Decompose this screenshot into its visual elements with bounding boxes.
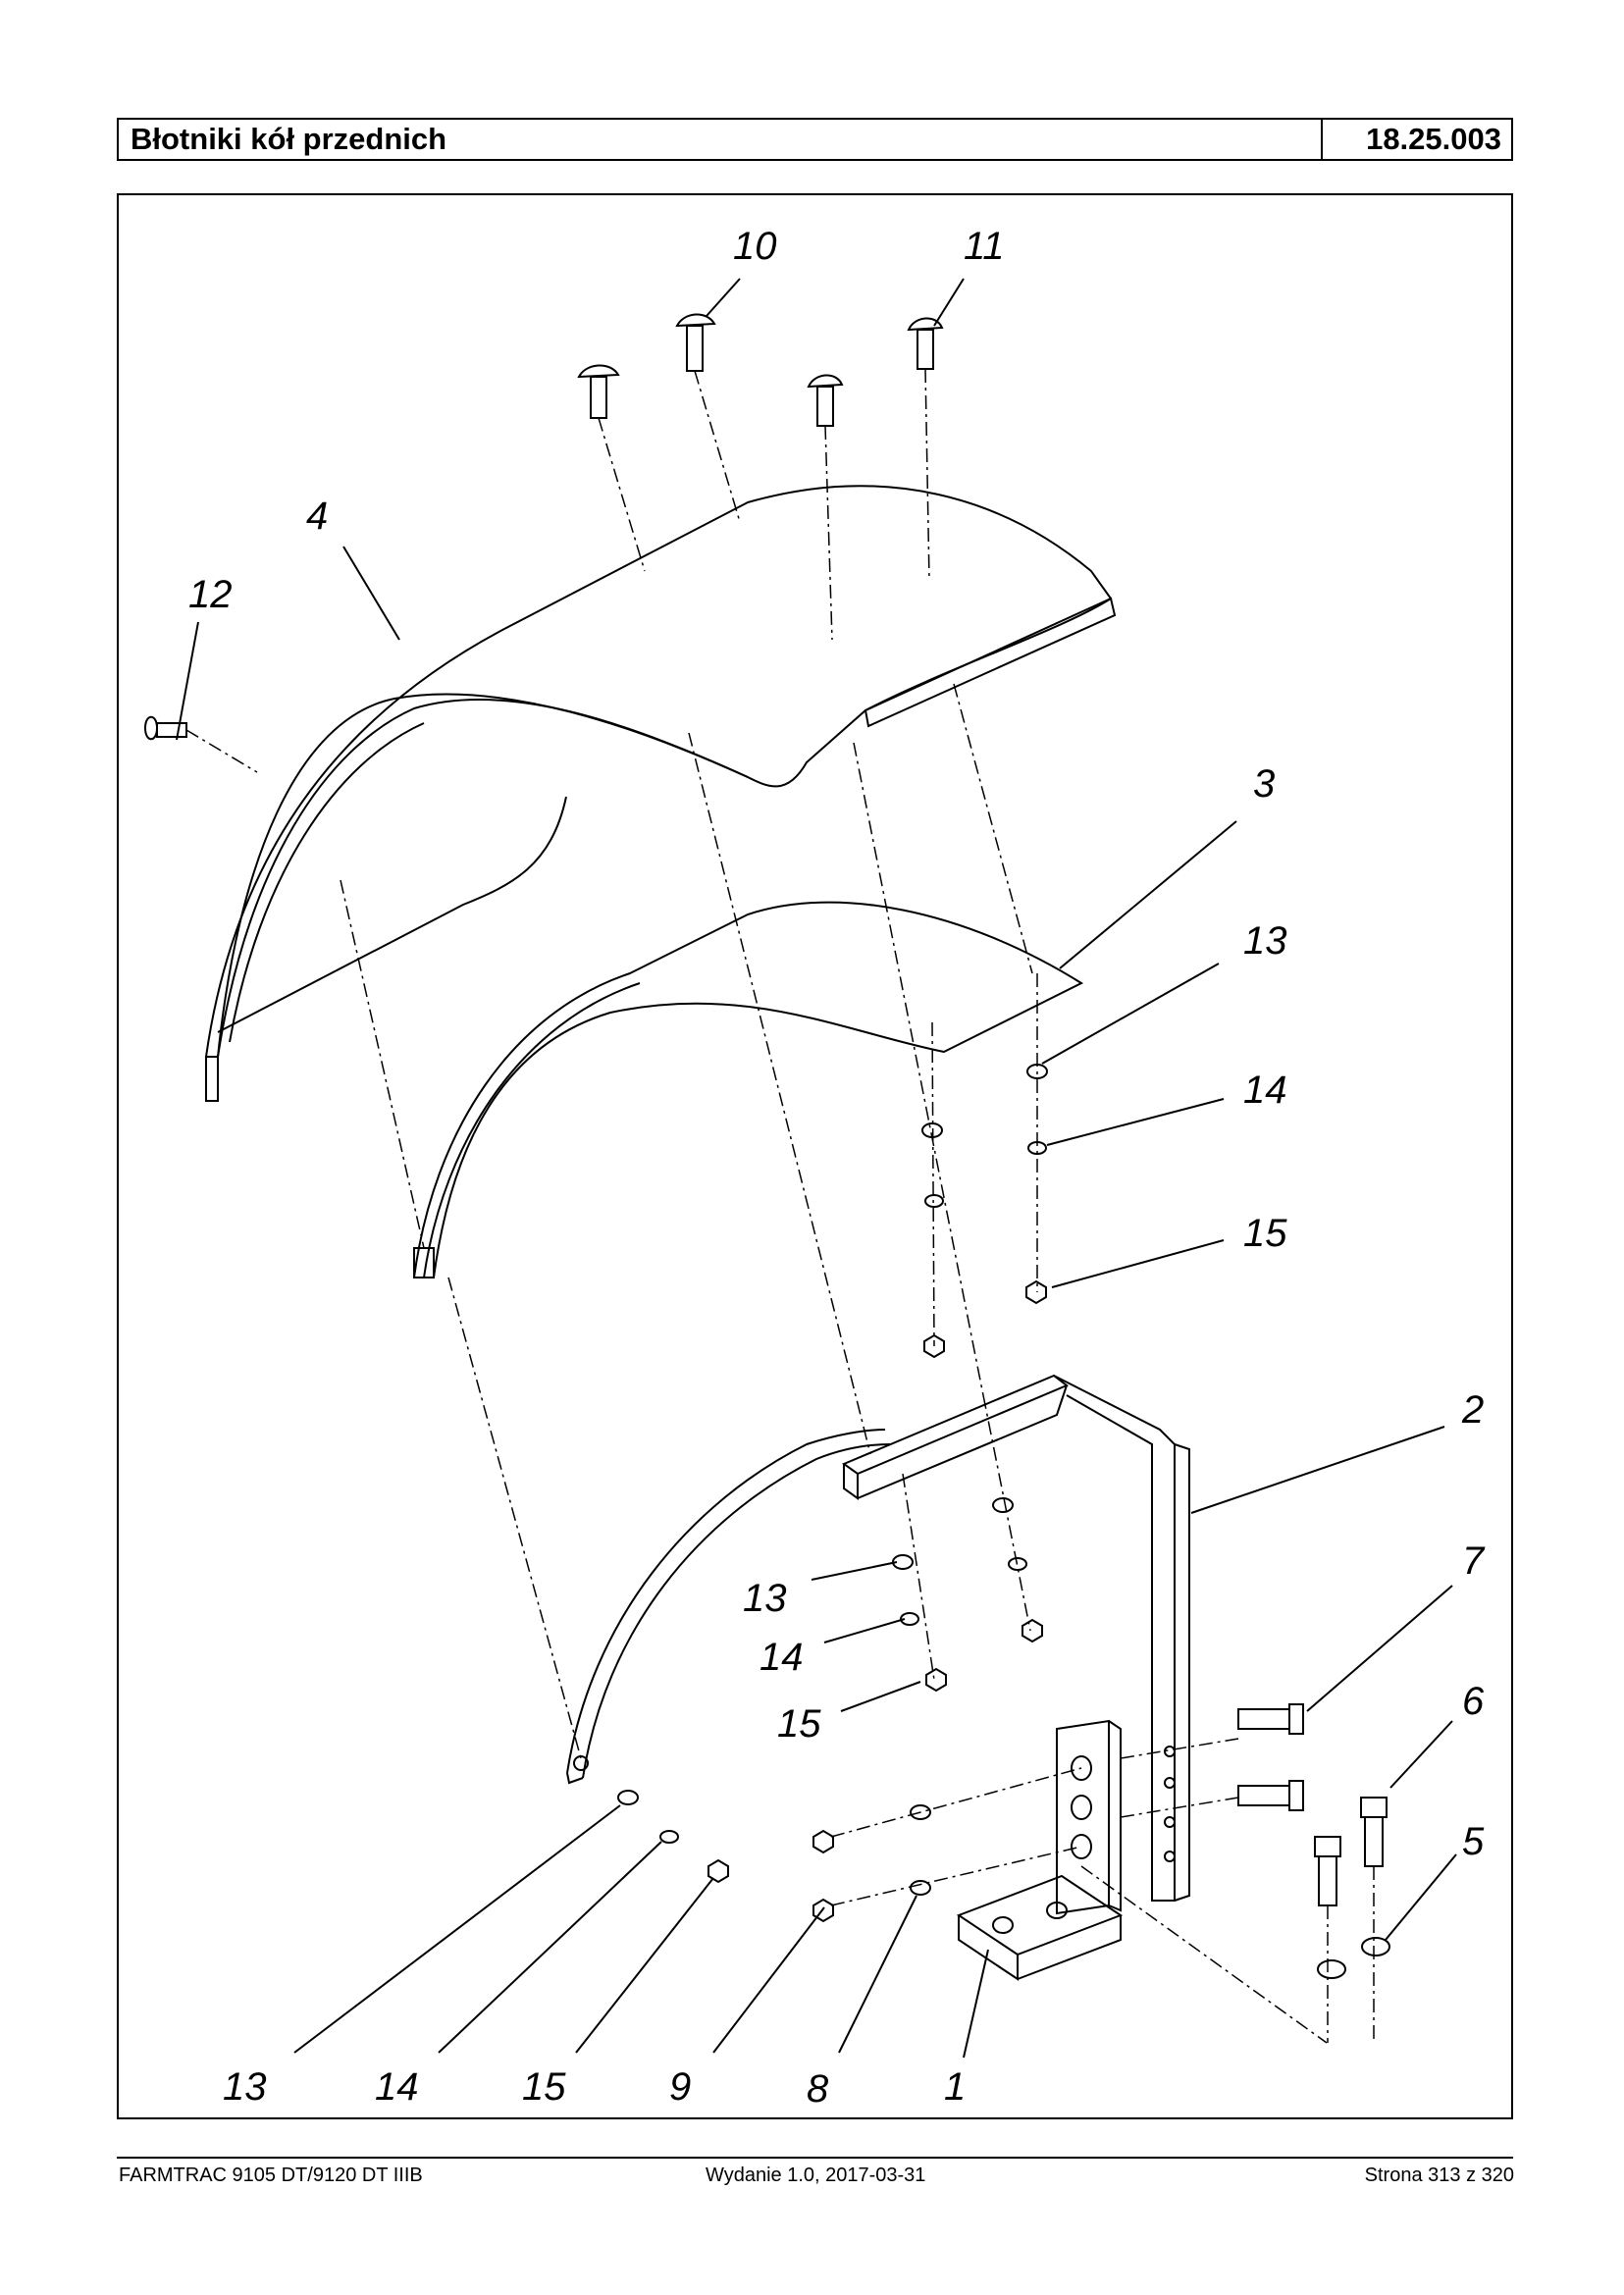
callout-5: 5 xyxy=(1462,1820,1485,1863)
callout-15-lower: 15 xyxy=(522,2065,566,2109)
callout-6: 6 xyxy=(1462,1680,1485,1723)
callout-4: 4 xyxy=(306,495,328,538)
bracket xyxy=(841,1374,1190,1902)
hex-bolts xyxy=(1237,1703,1388,1906)
callout-14-upper: 14 xyxy=(1243,1069,1287,1112)
callout-15-middle: 15 xyxy=(777,1702,821,1746)
callout-9: 9 xyxy=(669,2065,691,2109)
callout-3: 3 xyxy=(1253,762,1275,806)
callout-10: 10 xyxy=(733,225,777,268)
fender-main xyxy=(204,485,1117,1102)
callout-2: 2 xyxy=(1461,1388,1484,1432)
assembly-lines xyxy=(185,368,1375,2044)
callout-15-upper: 15 xyxy=(1243,1212,1287,1255)
footer-model: FARMTRAC 9105 DT/9120 DT IIIB xyxy=(119,2165,423,2186)
exploded-view-diagram: 10 11 4 12 3 13 14 15 2 7 6 5 13 14 15 1… xyxy=(143,225,1486,2111)
callout-13-upper: 13 xyxy=(1243,919,1287,963)
callout-14-middle: 14 xyxy=(760,1636,804,1679)
section-code: 18.25.003 xyxy=(1366,122,1501,156)
callout-13-lower: 13 xyxy=(223,2065,267,2109)
footer-page-number: Strona 313 z 320 xyxy=(1364,2165,1514,2186)
callout-14-lower: 14 xyxy=(375,2065,419,2109)
fender-inner xyxy=(412,901,1084,1278)
callout-labels: 10 11 4 12 3 13 14 15 2 7 6 5 13 14 15 1… xyxy=(188,225,1486,2111)
callout-7: 7 xyxy=(1462,1539,1486,1583)
leader-lines xyxy=(176,278,1457,2059)
footer-rule xyxy=(117,2157,1513,2159)
page-header: Błotniki kół przednich 18.25.003 xyxy=(117,118,1513,161)
carriage-bolts xyxy=(143,313,944,741)
callout-13-middle: 13 xyxy=(743,1577,787,1620)
mount-plate xyxy=(956,1719,1124,1981)
page-title: Błotniki kół przednich xyxy=(119,120,1323,159)
diagram-frame: 10 11 4 12 3 13 14 15 2 7 6 5 13 14 15 1… xyxy=(117,193,1513,2119)
callout-12: 12 xyxy=(188,573,233,616)
footer-edition: Wydanie 1.0, 2017-03-31 xyxy=(706,2165,926,2186)
callout-1: 1 xyxy=(944,2065,966,2109)
callout-8: 8 xyxy=(807,2067,829,2111)
callout-11: 11 xyxy=(964,225,1005,268)
fender-stay xyxy=(566,1429,891,1785)
washers-and-nuts xyxy=(617,1064,1390,1979)
